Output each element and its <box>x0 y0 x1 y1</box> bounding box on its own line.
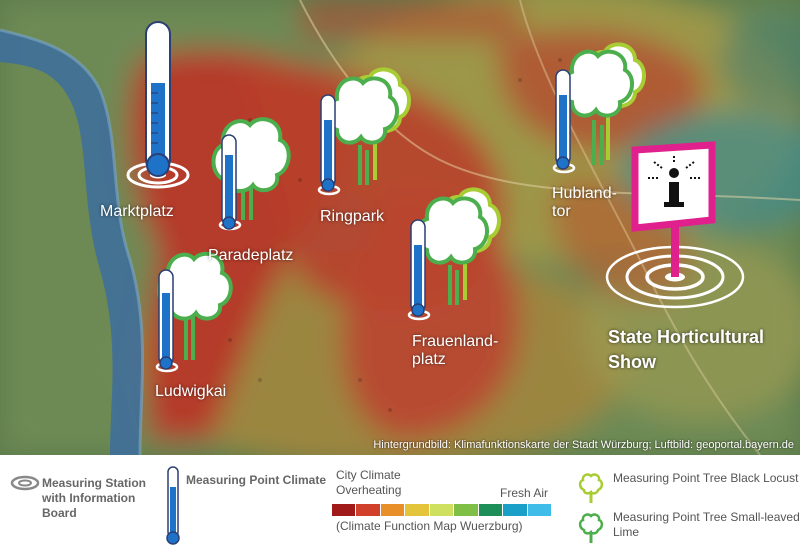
scale-segment <box>429 504 454 516</box>
scale-segment <box>503 504 527 516</box>
label-paradeplatz: Paradeplatz <box>208 247 294 264</box>
frauenlandplatz-point-icon[interactable] <box>405 185 505 325</box>
legend-locust-label: Measuring Point Tree Black Locust <box>613 471 799 485</box>
legend-station-label: Measuring Station with Information Board <box>42 476 147 520</box>
legend-lime-label: Measuring Point Tree Small-leaved Lime <box>613 510 800 539</box>
scale-segment <box>454 504 478 516</box>
label-ringpark: Ringpark <box>320 208 385 225</box>
climate-map: Marktplatz Paradeplatz Ringpark Hubland-… <box>0 0 800 455</box>
label-ludwigkai: Ludwigkai <box>155 383 227 400</box>
black-locust-legend-icon <box>578 473 604 503</box>
label-state-horticultural-show: State Horticultural Show <box>608 325 764 375</box>
map-credit: Hintergrundbild: Klimafunktionskarte der… <box>373 439 794 451</box>
label-hublandtor-line1: Hubland- <box>552 185 617 202</box>
label-hublandtor: Hubland- tor <box>552 185 617 221</box>
legend-scale-caption: (Climate Function Map Wuerzburg) <box>336 519 523 533</box>
label-frauenlandplatz-line1: Frauenland- <box>412 333 499 350</box>
label-hublandtor-line2: tor <box>552 203 571 220</box>
station-marktplatz-icon[interactable] <box>118 18 198 198</box>
label-frauenlandplatz-line2: platz <box>412 351 446 368</box>
scale-segment <box>478 504 503 516</box>
station-legend-icon <box>10 475 40 491</box>
ludwigkai-point-icon[interactable] <box>150 245 240 380</box>
legend-scale-left: City Climate Overheating <box>336 468 402 497</box>
scale-segment <box>405 504 429 516</box>
scale-segment <box>332 504 356 516</box>
legend-climate-point-label: Measuring Point Climate <box>186 473 327 487</box>
legend: Measuring Station with Information Board… <box>0 455 800 550</box>
hublandtor-point-icon[interactable] <box>550 40 650 180</box>
paradeplatz-point-icon[interactable] <box>205 110 295 240</box>
info-board-icon[interactable] <box>600 140 750 310</box>
scale-segment <box>380 504 405 516</box>
thermometer-legend-icon <box>166 466 180 545</box>
scale-segment <box>527 504 551 516</box>
climate-scale-bar <box>332 504 552 516</box>
show-label-line1: State Horticultural <box>608 327 765 347</box>
label-marktplatz: Marktplatz <box>100 203 174 220</box>
show-label-line2: Show <box>608 352 656 372</box>
ringpark-point-icon[interactable] <box>315 65 415 200</box>
legend-scale-right: Fresh Air <box>500 486 549 500</box>
label-frauenlandplatz: Frauenland- platz <box>412 333 498 369</box>
small-leaved-lime-legend-icon <box>578 513 604 543</box>
scale-segment <box>356 504 380 516</box>
